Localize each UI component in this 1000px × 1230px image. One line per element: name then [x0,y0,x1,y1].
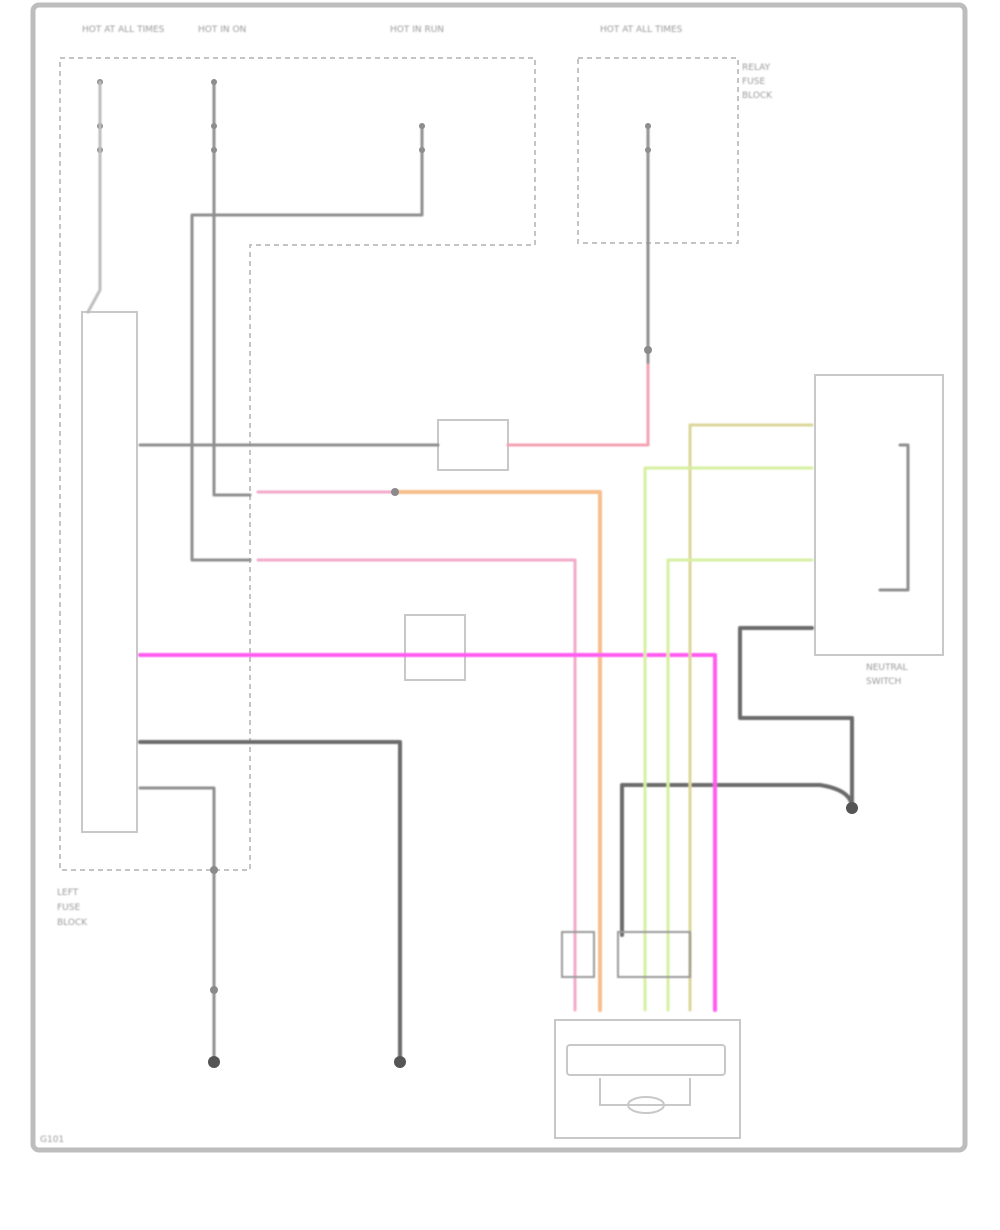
wire-grey [86,80,102,314]
wire-red [506,363,650,447]
label-col2: HOT IN ON [198,25,246,35]
ground-icon [394,1056,406,1068]
wire-grey [190,124,424,562]
splice-icon [644,346,652,354]
wire-lime [666,558,814,1012]
label-tr-1: RELAY [742,63,771,73]
splice-icon [391,488,399,496]
wire-dark-grey [620,783,854,937]
neutral-switch-box [814,374,944,656]
label-left-2: FUSE [57,903,80,913]
label-tr-2: FUSE [742,77,765,87]
splice-icon [210,986,218,994]
control-module-box [554,1019,741,1139]
wire-magenta [138,653,717,1012]
diode-box [404,614,466,681]
diagram-frame [30,2,968,1153]
wire-orange [393,490,602,1012]
ground-icon [846,802,858,814]
label-ground: G101 [40,1135,64,1145]
connector-block [561,931,691,978]
relay-box [437,419,509,471]
fuse-block-right [577,57,739,244]
control-module-inner [566,1044,726,1076]
top-labels: HOT AT ALL TIMES HOT IN ON HOT IN RUN HO… [40,25,908,1145]
label-col3: HOT IN RUN [390,25,444,35]
label-col1: HOT AT ALL TIMES [82,25,165,35]
label-switch-2: SWITCH [866,677,901,687]
label-col4: HOT AT ALL TIMES [600,25,683,35]
wire-dark-grey [738,626,854,810]
fuse-block-left [59,57,536,871]
label-left-3: BLOCK [57,918,88,928]
wire-grey [212,80,252,497]
label-switch-1: NEUTRAL [866,663,908,673]
ground-points [208,346,858,1068]
splice-strip [81,311,138,833]
wire-pink [256,558,577,1012]
label-left-1: LEFT [57,888,79,898]
wire-dark-grey [138,740,402,1064]
wire-grey [138,786,216,1064]
wire-olive [688,423,814,1012]
ground-icon [208,1056,220,1068]
wire-grey [878,443,910,592]
label-tr-3: BLOCK [742,91,773,101]
splice-icon [210,866,218,874]
control-module-symbol [599,1078,691,1114]
wire-lime [643,466,814,1012]
connector-pins [97,79,651,153]
